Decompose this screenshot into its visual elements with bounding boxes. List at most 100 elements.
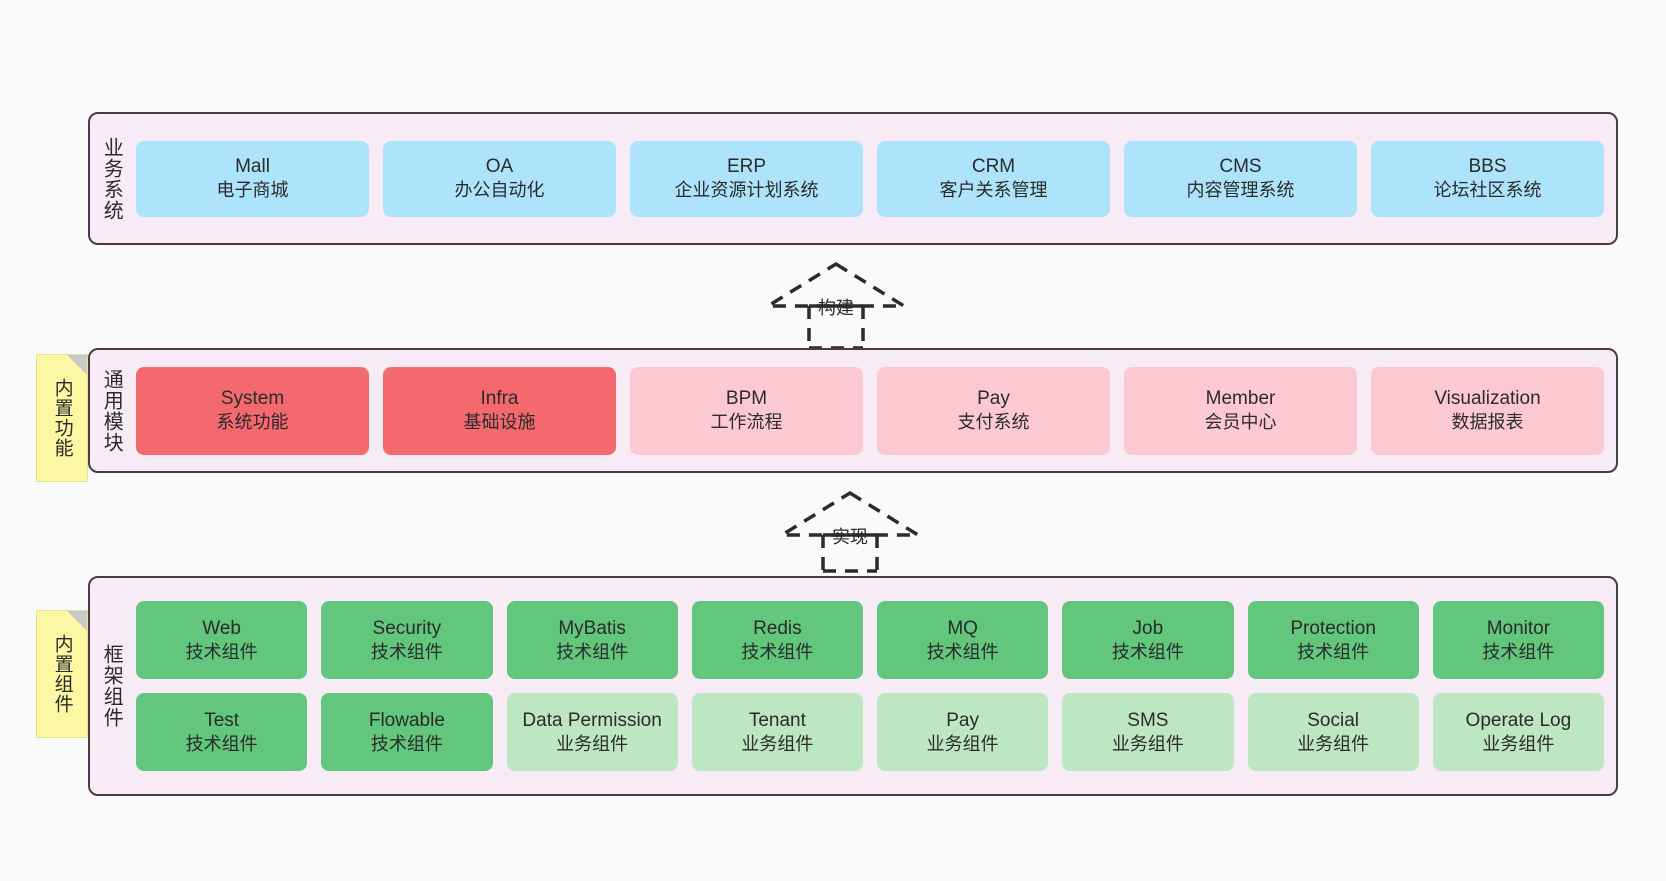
- node-operate-log[interactable]: Operate Log 业务组件: [1432, 693, 1604, 771]
- layer-business-system-label: 业务系统: [100, 136, 123, 221]
- node-mybatis-subtitle: 技术组件: [556, 641, 629, 662]
- node-sms-subtitle: 业务组件: [1111, 733, 1184, 754]
- node-security-subtitle: 技术组件: [370, 641, 443, 662]
- layer-business-system-nodes: Mall 电子商城 OA 办公自动化 ERP 企业资源计划系统 CRM 客户关系…: [132, 114, 1616, 243]
- layer-framework-component-label: 框架组件: [100, 644, 123, 728]
- connector-build: 构建: [756, 258, 916, 350]
- node-job[interactable]: Job 技术组件: [1062, 601, 1234, 679]
- node-security[interactable]: Security 技术组件: [321, 601, 493, 679]
- node-sms-title: SMS: [1127, 709, 1169, 731]
- note-builtin-function: 内置功能: [36, 354, 88, 482]
- node-web[interactable]: Web 技术组件: [136, 601, 308, 679]
- node-social-subtitle: 业务组件: [1297, 733, 1370, 754]
- node-pay-module[interactable]: Pay 支付系统: [877, 366, 1110, 455]
- connector-build-label: 构建: [818, 298, 854, 318]
- node-mall-subtitle: 电子商城: [216, 180, 289, 201]
- node-operate-log-subtitle: 业务组件: [1482, 733, 1555, 754]
- node-protection[interactable]: Protection 技术组件: [1247, 601, 1419, 679]
- node-pay-component[interactable]: Pay 业务组件: [877, 693, 1049, 771]
- node-cms[interactable]: CMS 内容管理系统: [1124, 140, 1357, 217]
- node-visualization-subtitle: 数据报表: [1451, 412, 1524, 433]
- node-flowable-subtitle: 技术组件: [370, 733, 443, 754]
- node-web-title: Web: [202, 617, 241, 639]
- framework-row-business: Test 技术组件 Flowable 技术组件 Data Permission …: [136, 693, 1604, 771]
- node-oa-subtitle: 办公自动化: [454, 180, 545, 201]
- node-bpm[interactable]: BPM 工作流程: [630, 366, 863, 455]
- node-bbs[interactable]: BBS 论坛社区系统: [1371, 140, 1604, 217]
- node-crm-title: CRM: [971, 156, 1016, 178]
- node-infra[interactable]: Infra 基础设施: [383, 366, 616, 455]
- node-social-title: Social: [1307, 709, 1359, 731]
- node-oa-title: OA: [485, 156, 514, 178]
- node-operate-log-title: Operate Log: [1465, 709, 1572, 731]
- node-mq[interactable]: MQ 技术组件: [877, 601, 1049, 679]
- layer-common-module-nodes: System 系统功能 Infra 基础设施 BPM 工作流程 Pay 支付系统…: [132, 350, 1616, 471]
- connector-implement: 实现: [770, 487, 930, 573]
- framework-row-tech: Web 技术组件 Security 技术组件 MyBatis 技术组件 Redi…: [136, 601, 1604, 679]
- node-web-subtitle: 技术组件: [185, 641, 258, 662]
- node-redis[interactable]: Redis 技术组件: [691, 601, 863, 679]
- node-erp-subtitle: 企业资源计划系统: [674, 180, 819, 201]
- node-pay-component-subtitle: 业务组件: [926, 733, 999, 754]
- node-test[interactable]: Test 技术组件: [136, 693, 308, 771]
- note-fold-corner-icon: [67, 611, 87, 631]
- node-crm-subtitle: 客户关系管理: [939, 180, 1048, 201]
- node-system-subtitle: 系统功能: [216, 412, 289, 433]
- node-mq-subtitle: 技术组件: [926, 641, 999, 662]
- node-system[interactable]: System 系统功能: [136, 366, 369, 455]
- node-infra-subtitle: 基础设施: [463, 412, 536, 433]
- node-test-title: Test: [204, 709, 240, 731]
- node-redis-subtitle: 技术组件: [741, 641, 814, 662]
- node-flowable-title: Flowable: [368, 709, 445, 731]
- node-tenant[interactable]: Tenant 业务组件: [691, 693, 863, 771]
- note-builtin-function-label: 内置功能: [51, 378, 73, 458]
- node-mq-title: MQ: [947, 617, 978, 639]
- node-test-subtitle: 技术组件: [185, 733, 258, 754]
- node-bbs-subtitle: 论坛社区系统: [1433, 180, 1542, 201]
- node-pay-component-title: Pay: [946, 709, 979, 731]
- node-pay-module-subtitle: 支付系统: [957, 412, 1030, 433]
- node-monitor[interactable]: Monitor 技术组件: [1432, 601, 1604, 679]
- layer-common-module[interactable]: 通用模块 System 系统功能 Infra 基础设施 BPM 工作流程 Pay…: [88, 348, 1618, 473]
- node-mall[interactable]: Mall 电子商城: [136, 140, 369, 217]
- node-monitor-title: Monitor: [1486, 617, 1551, 639]
- layer-common-module-label: 通用模块: [100, 368, 123, 453]
- node-bpm-subtitle: 工作流程: [710, 412, 783, 433]
- node-tenant-subtitle: 业务组件: [741, 733, 814, 754]
- node-social[interactable]: Social 业务组件: [1247, 693, 1419, 771]
- connector-implement-arrow: [775, 490, 925, 573]
- node-system-title: System: [220, 388, 285, 410]
- note-builtin-component: 内置组件: [36, 610, 88, 738]
- node-redis-title: Redis: [753, 617, 802, 639]
- layer-business-system[interactable]: 业务系统 Mall 电子商城 OA 办公自动化 ERP 企业资源计划系统 CRM…: [88, 112, 1618, 245]
- node-security-title: Security: [372, 617, 442, 639]
- node-infra-title: Infra: [480, 388, 519, 410]
- node-mall-title: Mall: [235, 156, 270, 178]
- node-mybatis[interactable]: MyBatis 技术组件: [506, 601, 678, 679]
- node-protection-subtitle: 技术组件: [1297, 641, 1370, 662]
- node-monitor-subtitle: 技术组件: [1482, 641, 1555, 662]
- node-bpm-title: BPM: [725, 388, 768, 410]
- node-data-permission[interactable]: Data Permission 业务组件: [506, 693, 678, 771]
- layer-framework-component-nodes: Web 技术组件 Security 技术组件 MyBatis 技术组件 Redi…: [132, 578, 1616, 794]
- node-crm[interactable]: CRM 客户关系管理: [877, 140, 1110, 217]
- note-builtin-component-label: 内置组件: [51, 634, 73, 714]
- node-job-subtitle: 技术组件: [1111, 641, 1184, 662]
- node-bbs-title: BBS: [1468, 156, 1507, 178]
- node-oa[interactable]: OA 办公自动化: [383, 140, 616, 217]
- node-visualization-title: Visualization: [1434, 388, 1541, 410]
- node-visualization[interactable]: Visualization 数据报表: [1371, 366, 1604, 455]
- node-member[interactable]: Member 会员中心: [1124, 366, 1357, 455]
- note-fold-corner-icon: [67, 355, 87, 375]
- node-sms[interactable]: SMS 业务组件: [1062, 693, 1234, 771]
- node-cms-subtitle: 内容管理系统: [1186, 180, 1295, 201]
- node-protection-title: Protection: [1290, 617, 1376, 639]
- node-tenant-title: Tenant: [748, 709, 806, 731]
- layer-framework-component[interactable]: 框架组件 Web 技术组件 Security 技术组件 MyBatis 技术组件…: [88, 576, 1618, 796]
- node-erp[interactable]: ERP 企业资源计划系统: [630, 140, 863, 217]
- node-mybatis-title: MyBatis: [558, 617, 626, 639]
- node-flowable[interactable]: Flowable 技术组件: [321, 693, 493, 771]
- node-data-permission-subtitle: 业务组件: [556, 733, 629, 754]
- node-erp-title: ERP: [726, 156, 767, 178]
